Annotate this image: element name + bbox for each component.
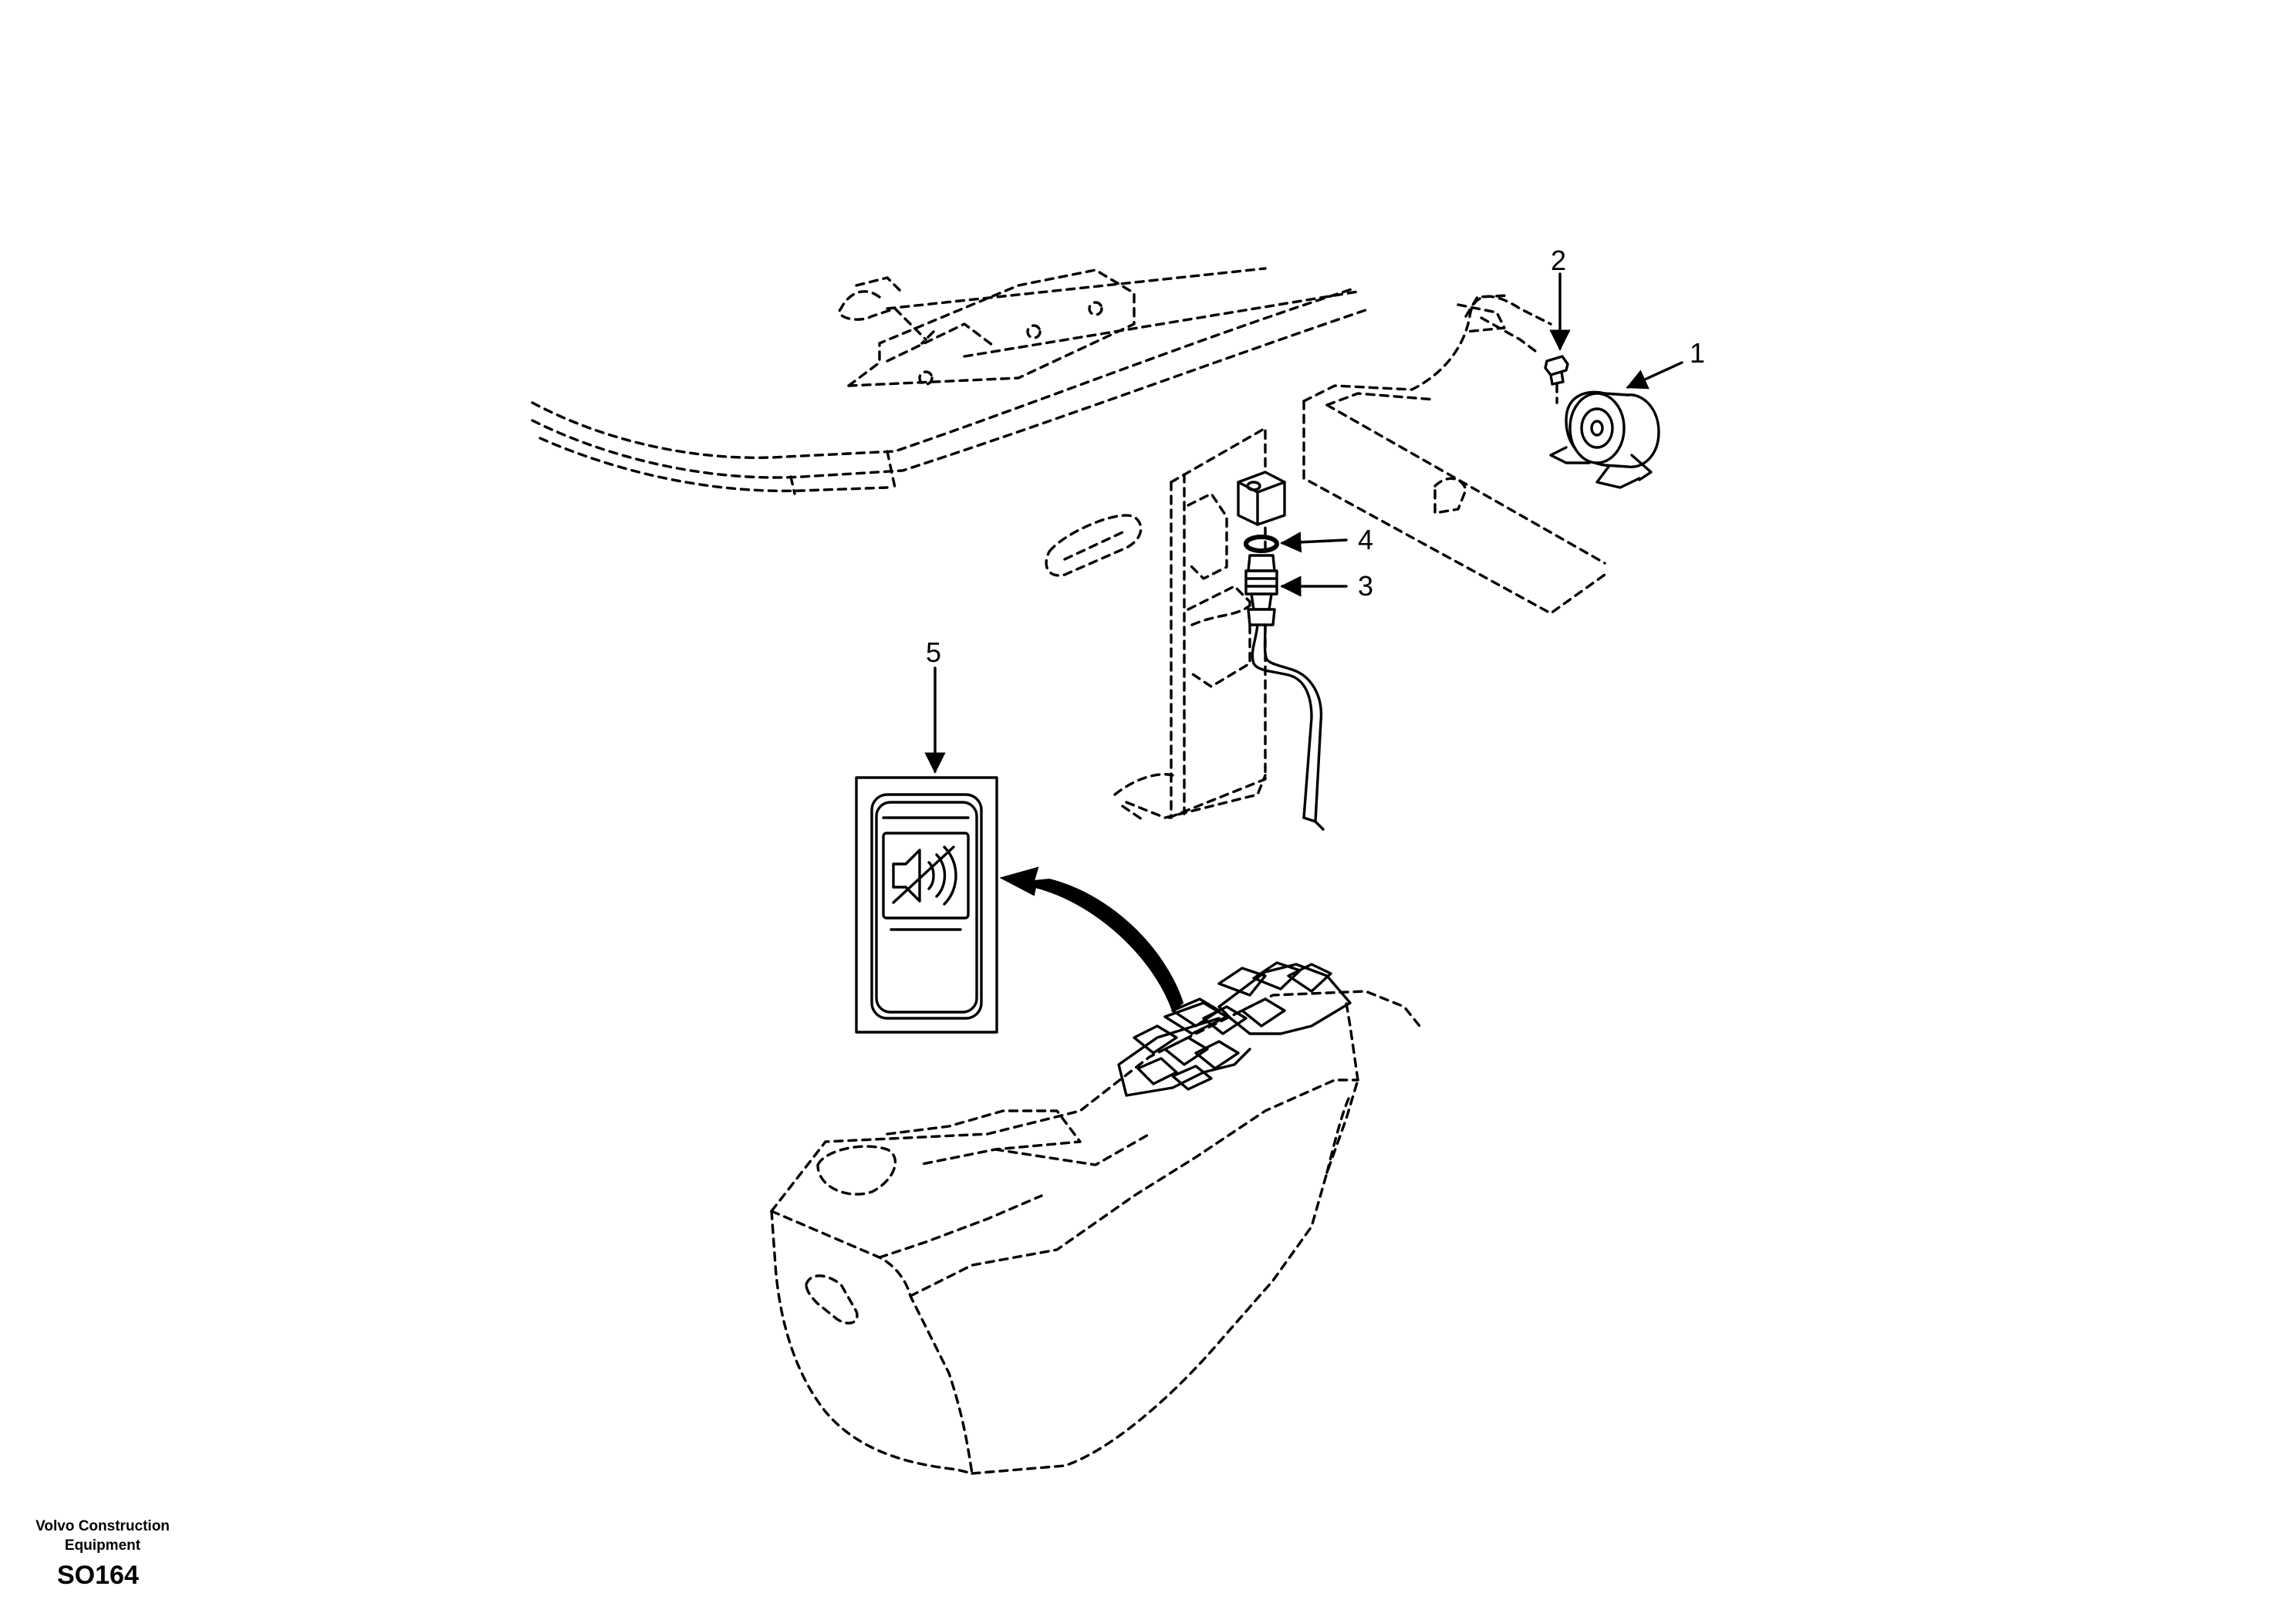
operator-console-outline: [770, 961, 1421, 1475]
cab-pillar-outline: [1045, 427, 1267, 821]
drawing-code: SO164: [57, 1561, 139, 1590]
callout-2: 2: [1551, 245, 1566, 276]
callout-4: 4: [1358, 524, 1373, 555]
speaker-mute-icon: [892, 845, 957, 906]
switch-panel: [1117, 961, 1352, 1097]
o-ring-part-4: [1244, 535, 1279, 553]
detail-pointer-arrow: [999, 866, 1184, 1012]
callout-leaders: [924, 272, 1683, 774]
connector-plug: [1237, 471, 1286, 526]
drawing-footer: Volvo Construction Equipment SO164: [14, 1517, 191, 1591]
callout-5: 5: [926, 636, 941, 668]
brand-line-1: Volvo Construction: [35, 1518, 170, 1534]
cab-frame-outline: [531, 267, 1606, 615]
switch-detail-part-5: [855, 776, 998, 1034]
pressure-switch-part-3: [1244, 554, 1325, 831]
buzzer-part-1: [1549, 390, 1660, 489]
callout-1: 1: [1690, 337, 1705, 369]
brand-line-2: Equipment: [64, 1537, 141, 1554]
callout-3: 3: [1358, 570, 1373, 602]
screw-part-2: [1544, 355, 1569, 404]
